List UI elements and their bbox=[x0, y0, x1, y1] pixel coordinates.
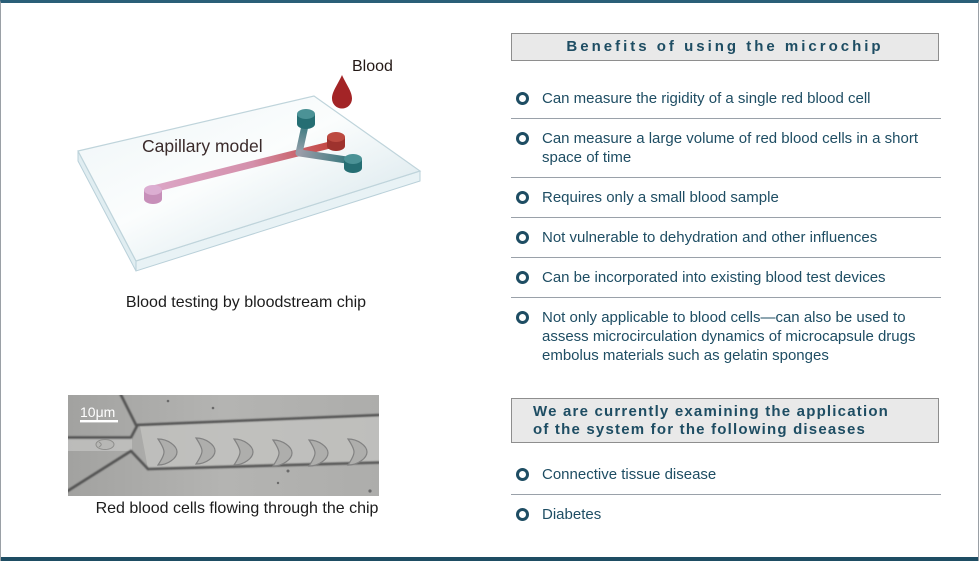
applications-header-line2: of the system for the following diseases bbox=[533, 421, 867, 438]
application-item: Diabetes bbox=[511, 495, 941, 534]
scale-bar: 10μm bbox=[80, 404, 118, 423]
application-item: Connective tissue disease bbox=[511, 455, 941, 495]
scale-bar-label: 10μm bbox=[80, 404, 115, 420]
benefit-text: Can measure the rigidity of a single red… bbox=[542, 90, 871, 107]
bullet-ring-icon bbox=[516, 132, 529, 145]
chip-ports bbox=[144, 109, 362, 204]
benefit-text: Not only applicable to blood cells—can a… bbox=[542, 309, 916, 364]
benefit-item: Requires only a small blood sample bbox=[511, 178, 941, 218]
benefit-text: Not vulnerable to dehydration and other … bbox=[542, 229, 878, 246]
micrograph-caption: Red blood cells flowing through the chip bbox=[95, 500, 379, 517]
applications-header: We are currently examining the applicati… bbox=[511, 398, 939, 443]
benefit-item: Not vulnerable to dehydration and other … bbox=[511, 218, 941, 258]
bullet-ring-icon bbox=[516, 468, 529, 481]
benefits-header: Benefits of using the microchip bbox=[511, 33, 939, 61]
benefit-text: Requires only a small blood sample bbox=[542, 189, 779, 206]
benefit-text: Can be incorporated into existing blood … bbox=[542, 269, 886, 286]
application-text: Diabetes bbox=[542, 506, 602, 523]
chip-caption: Blood testing by bloodstream chip bbox=[125, 294, 367, 311]
channel-walls bbox=[68, 395, 379, 493]
benefit-item: Can measure a large volume of red blood … bbox=[511, 119, 941, 178]
applications-header-line1: We are currently examining the applicati… bbox=[533, 403, 890, 420]
debris-dots bbox=[166, 399, 372, 493]
bullet-ring-icon bbox=[516, 231, 529, 244]
applications-list: Connective tissue disease Diabetes bbox=[511, 455, 941, 534]
chip-illustration: Blood Capillary model bbox=[77, 58, 422, 272]
teal-port-right bbox=[344, 154, 362, 173]
benefit-item: Can measure the rigidity of a single red… bbox=[511, 79, 941, 119]
teal-port-top bbox=[297, 109, 315, 129]
bullet-ring-icon bbox=[516, 92, 529, 105]
pink-port bbox=[144, 185, 162, 204]
red-port bbox=[327, 132, 345, 151]
application-text: Connective tissue disease bbox=[542, 466, 717, 483]
bottom-accent-bar bbox=[1, 557, 978, 561]
benefits-list: Can measure the rigidity of a single red… bbox=[511, 79, 941, 375]
benefit-text: Can measure a large volume of red blood … bbox=[542, 130, 919, 166]
bullet-ring-icon bbox=[516, 191, 529, 204]
bullet-ring-icon bbox=[516, 271, 529, 284]
blood-drop-icon bbox=[332, 75, 352, 109]
micrograph-image: 10μm bbox=[68, 395, 379, 496]
cell-in-entrance bbox=[95, 439, 115, 450]
blood-label: Blood bbox=[352, 58, 393, 75]
bullet-ring-icon bbox=[516, 508, 529, 521]
benefit-item: Can be incorporated into existing blood … bbox=[511, 258, 941, 298]
capillary-model-label: Capillary model bbox=[142, 136, 263, 156]
bullet-ring-icon bbox=[516, 311, 529, 324]
benefit-item: Not only applicable to blood cells—can a… bbox=[511, 298, 941, 375]
chip-slab bbox=[77, 95, 422, 272]
